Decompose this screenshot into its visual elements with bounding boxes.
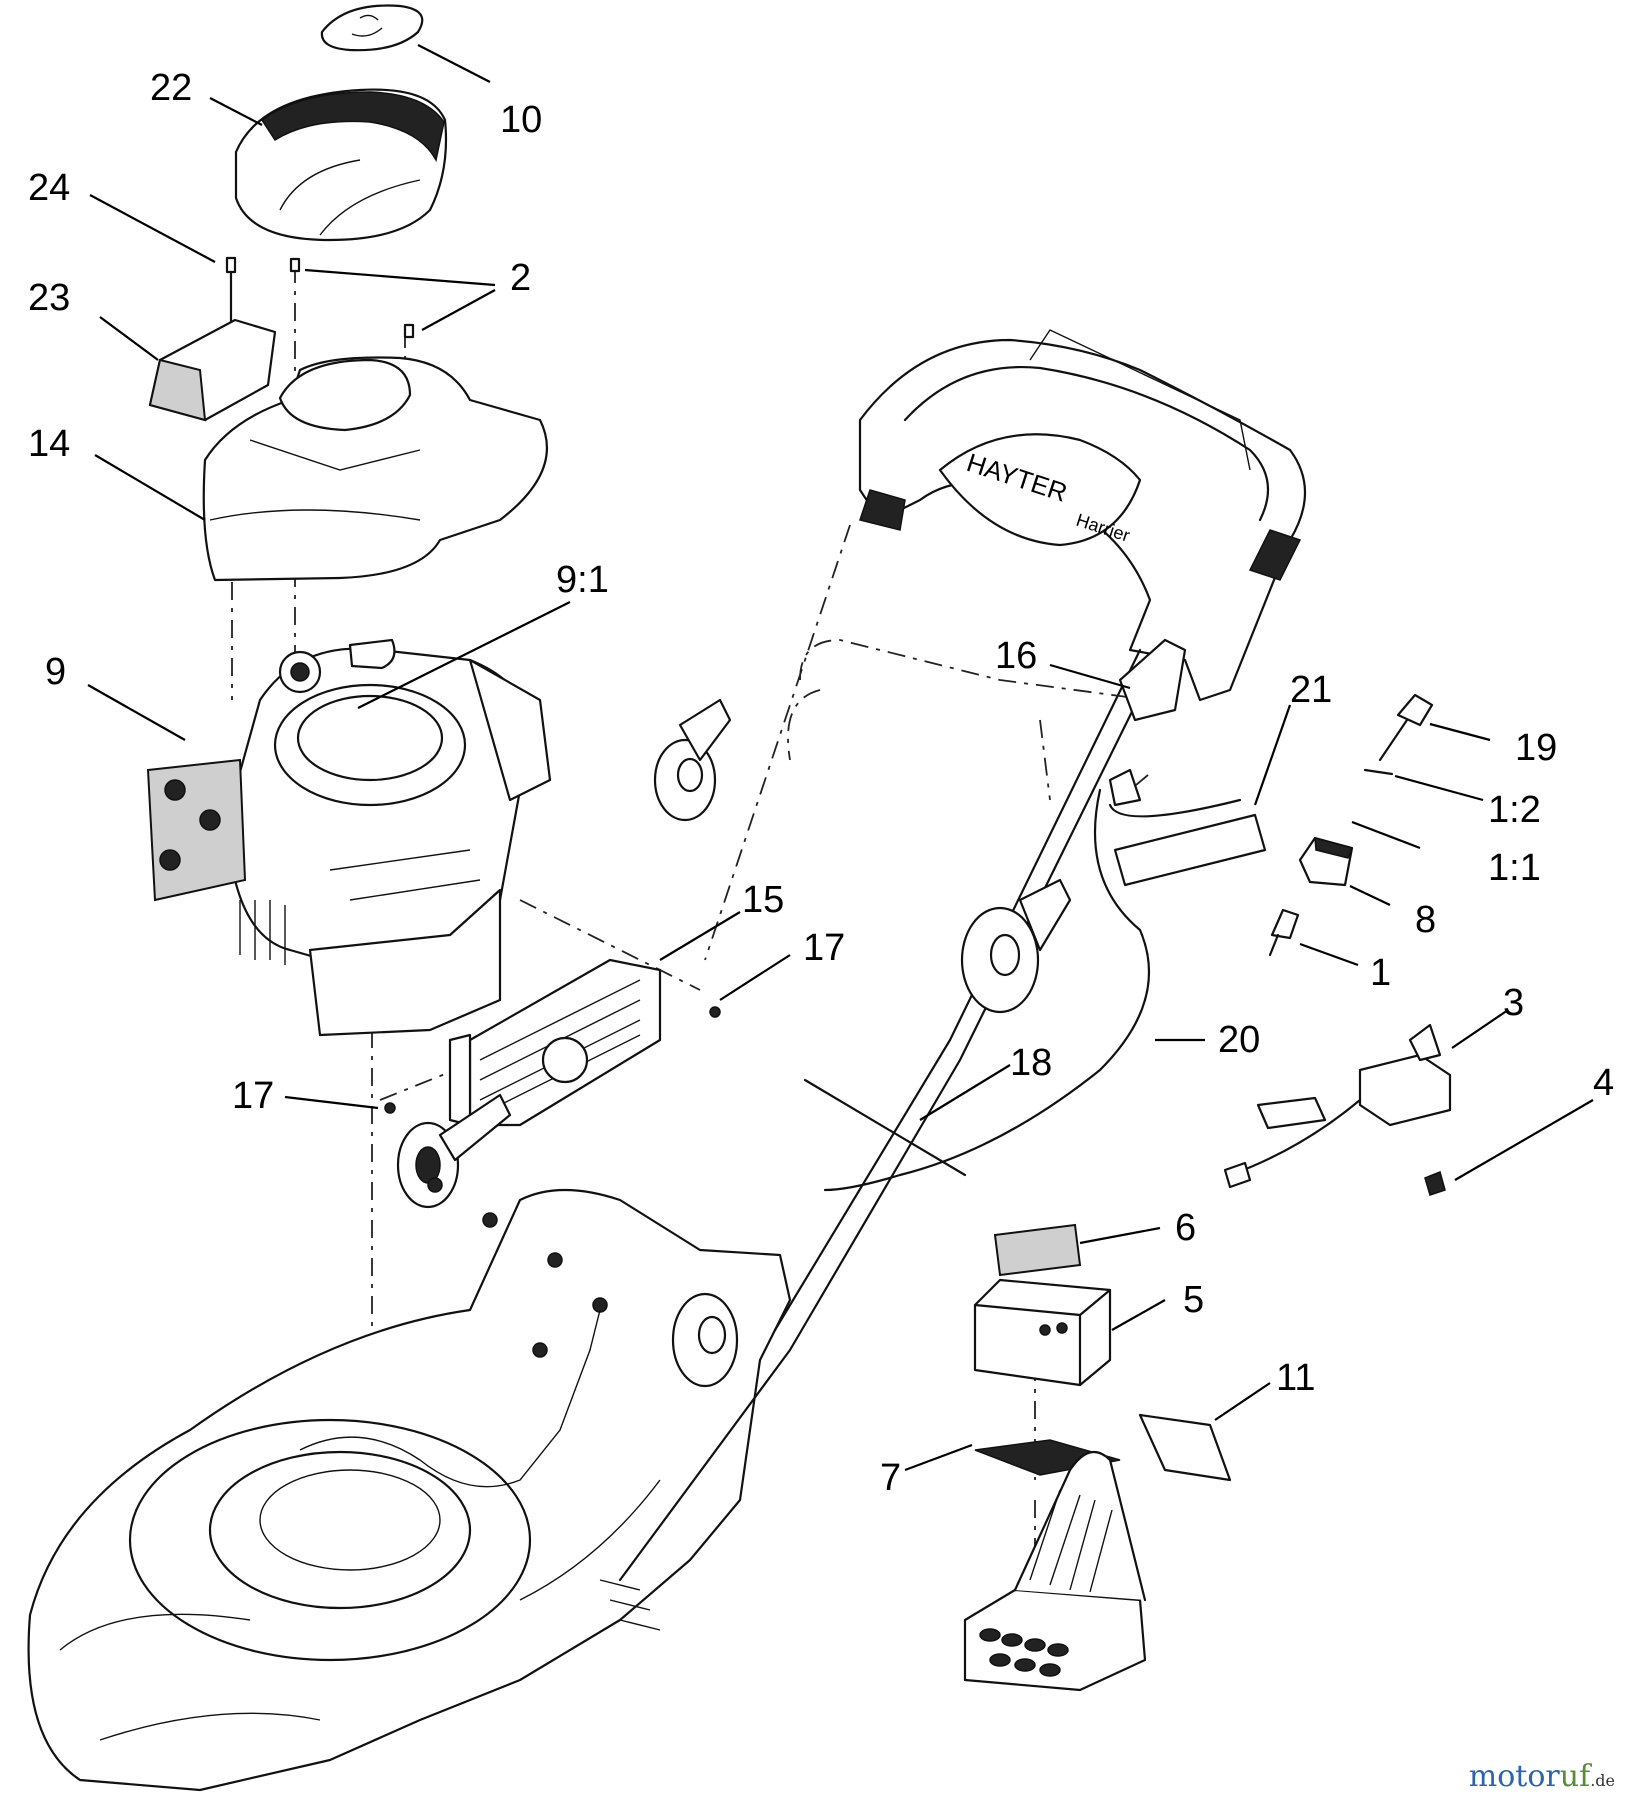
handle-assembly xyxy=(618,329,1306,1582)
callout-1: 1 xyxy=(1370,952,1391,994)
part-14-engine-shroud xyxy=(202,356,548,582)
callout-1-1: 1:1 xyxy=(1488,847,1541,889)
callout-14: 14 xyxy=(28,423,70,465)
callout-23: 23 xyxy=(28,277,70,319)
rear-wheel-left xyxy=(396,1093,512,1209)
callout-24: 24 xyxy=(28,167,70,209)
part-3-charger xyxy=(1223,1023,1452,1189)
part-1-2-pin xyxy=(1363,768,1394,776)
part-9-engine xyxy=(146,638,552,1037)
callout-20: 20 xyxy=(1218,1019,1260,1061)
callout-1-2: 1:2 xyxy=(1488,789,1541,831)
callout-9: 9 xyxy=(45,651,66,693)
callout-4: 4 xyxy=(1593,1062,1614,1104)
callout-2: 2 xyxy=(510,257,531,299)
part-5-battery xyxy=(973,1278,1112,1387)
watermark-part2: uf xyxy=(1559,1759,1591,1794)
part-1-switch-plug xyxy=(1268,908,1300,957)
callout-labels: 22 10 24 2 23 14 9:1 9 16 21 19 1:2 1:1 … xyxy=(28,67,1614,1499)
callout-17-right: 17 xyxy=(803,927,845,969)
part-23-small-cover xyxy=(148,318,277,422)
callout-15: 15 xyxy=(742,879,784,921)
callout-3: 3 xyxy=(1503,982,1524,1024)
leader-lines xyxy=(87,44,1594,1472)
callout-22: 22 xyxy=(150,67,192,109)
part-21-label xyxy=(1108,798,1267,887)
part-11-label xyxy=(1138,1413,1232,1482)
callout-10: 10 xyxy=(500,99,542,141)
callout-19: 19 xyxy=(1515,727,1557,769)
watermark-logo: motoruf.de xyxy=(1469,1759,1615,1794)
callout-11: 11 xyxy=(1276,1357,1315,1399)
watermark-part1: motor xyxy=(1468,1759,1560,1794)
callout-7: 7 xyxy=(880,1457,901,1499)
part-10-badge xyxy=(320,4,424,52)
part-22-air-cleaner-cover xyxy=(234,88,448,242)
callout-6: 6 xyxy=(1175,1207,1196,1249)
part-2-screws xyxy=(289,257,415,339)
callout-16: 16 xyxy=(995,635,1037,677)
part-4-clip xyxy=(1424,1170,1446,1196)
callout-5: 5 xyxy=(1183,1279,1204,1321)
part-8-switch-housing xyxy=(1298,836,1354,887)
callout-17-left: 17 xyxy=(232,1075,274,1117)
battery-tray xyxy=(963,1450,1147,1692)
part-19-key xyxy=(1378,693,1434,762)
callout-9-1: 9:1 xyxy=(556,559,609,601)
part-17-screws xyxy=(384,1006,721,1114)
callout-8: 8 xyxy=(1415,899,1436,941)
part-6-pad xyxy=(993,1223,1082,1277)
watermark-suffix: .de xyxy=(1590,1771,1615,1790)
part-24-screw xyxy=(225,256,237,332)
callout-18: 18 xyxy=(1010,1042,1052,1084)
mower-deck xyxy=(27,1177,792,1792)
callout-21: 21 xyxy=(1290,669,1332,711)
